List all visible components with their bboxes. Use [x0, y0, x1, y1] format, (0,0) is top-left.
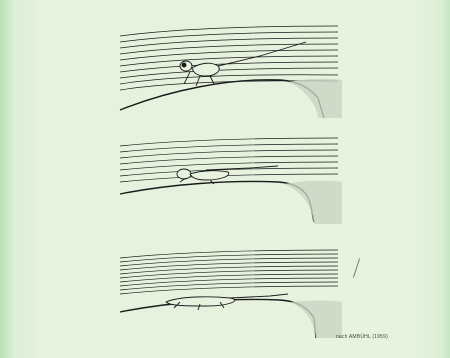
stone-texture	[288, 79, 342, 118]
flow-diagram-1	[110, 18, 350, 118]
stone-surface	[120, 182, 314, 223]
insect-upright	[180, 42, 306, 86]
streamlines	[120, 138, 338, 182]
flow-panel-upright	[110, 18, 350, 118]
flow-diagram-3	[110, 238, 350, 338]
stone-texture	[290, 301, 342, 339]
stone-texture	[284, 181, 342, 224]
flow-panel-crouched	[110, 132, 350, 232]
stone-surface	[120, 80, 324, 118]
insect-flattened	[166, 294, 288, 310]
flow-panel-flattened	[110, 238, 350, 338]
figure-credit: nach AMBÜHL (1959)	[336, 334, 388, 340]
flow-diagram-2	[110, 132, 350, 232]
streamlines	[120, 250, 338, 294]
